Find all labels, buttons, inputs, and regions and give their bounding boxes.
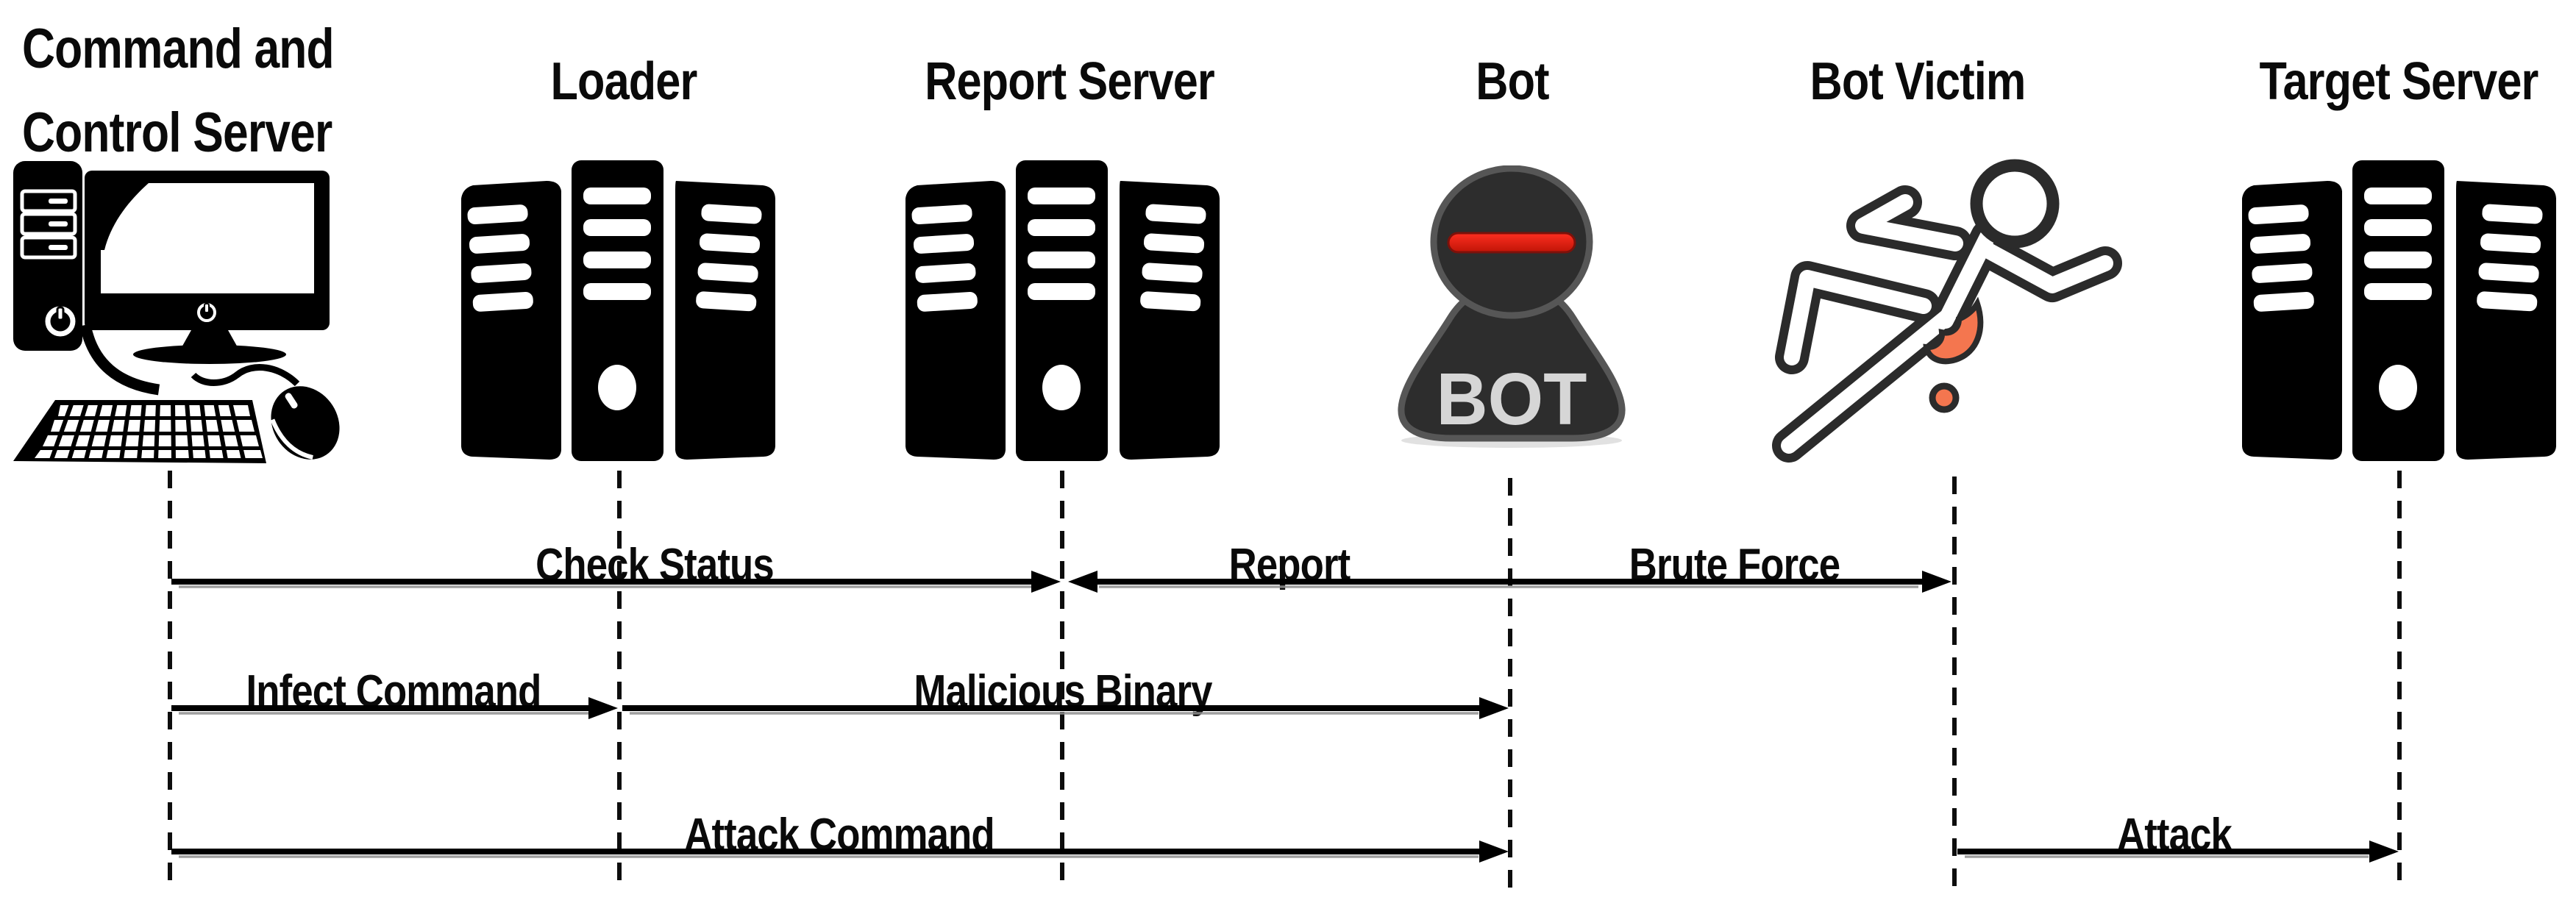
blood-drop xyxy=(1929,382,1960,413)
entity-label-line2: Control Server xyxy=(22,101,332,164)
arrow-attack xyxy=(1957,840,2399,863)
entity-label-line1: Command and xyxy=(22,18,335,80)
bot-badge-text: BOT xyxy=(1437,358,1587,440)
server-rack-icon-report xyxy=(905,160,1220,461)
arrow-report-brute-force xyxy=(1068,571,1951,593)
server-rack-icon-loader xyxy=(461,160,775,461)
desktop-computer-icon xyxy=(13,161,340,463)
arrow-malicious-binary xyxy=(622,697,1509,719)
entity-label-bot-victim: Bot Victim xyxy=(1810,52,2026,111)
message-arrows xyxy=(171,571,2399,863)
entity-label-bot: Bot xyxy=(1476,52,1549,111)
entity-label-command-control-server: Command and Control Server xyxy=(22,7,335,175)
running-person-icon xyxy=(1772,159,2122,463)
arrow-shadows xyxy=(179,585,2369,858)
arrow-check-status xyxy=(171,571,1061,593)
arrow-attack-command xyxy=(171,840,1509,863)
entity-label-report-server: Report Server xyxy=(925,52,1215,111)
wound-shape xyxy=(1923,296,1984,365)
entity-label-target-server: Target Server xyxy=(2259,52,2538,111)
arrow-infect-command xyxy=(171,697,618,719)
lifelines xyxy=(168,471,2402,891)
bot-mask-icon: BOT xyxy=(1398,165,1626,448)
server-rack-icon-target xyxy=(2242,160,2556,461)
entity-label-loader: Loader xyxy=(550,52,698,111)
